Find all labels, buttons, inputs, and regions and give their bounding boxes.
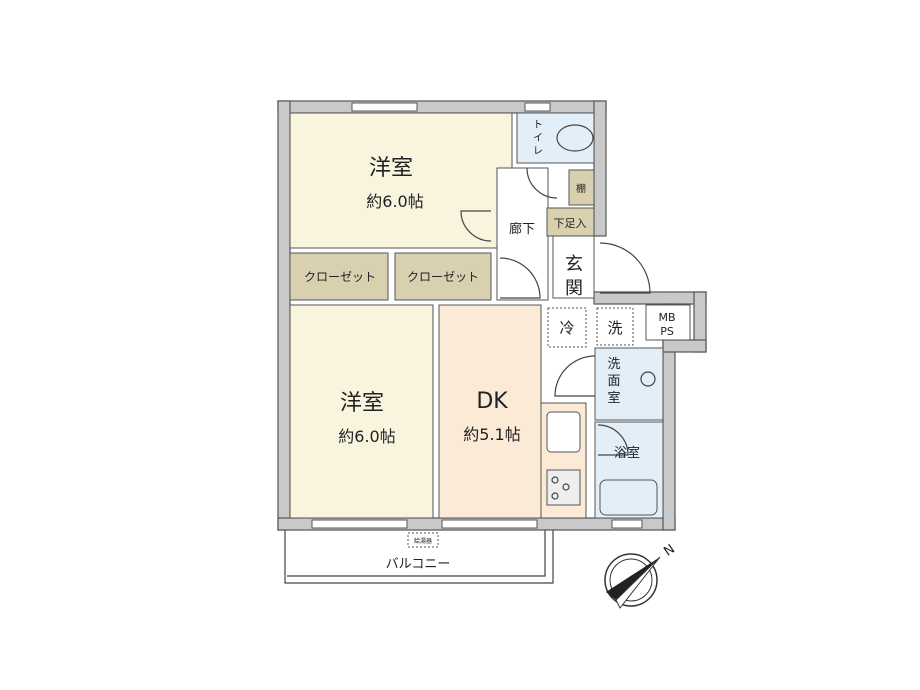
washroom-label-3: 室 bbox=[607, 390, 620, 406]
shelf-label: 棚 bbox=[576, 182, 586, 195]
balcony-label: バルコニー bbox=[386, 557, 451, 572]
meter-box-label-1: MB bbox=[658, 311, 675, 324]
washbasin bbox=[640, 371, 656, 387]
water-heater bbox=[407, 532, 439, 548]
hallway bbox=[496, 167, 549, 301]
toilet-label-1: ト bbox=[533, 120, 543, 131]
balcony bbox=[284, 530, 554, 584]
bedroom-north-size: 約6.0帖 bbox=[366, 192, 423, 211]
washer-space bbox=[596, 307, 634, 346]
dk-size: 約5.1帖 bbox=[463, 425, 520, 444]
closet-1-label: クローゼット bbox=[304, 270, 376, 284]
meter-box bbox=[645, 304, 691, 341]
washer-label: 洗 bbox=[607, 319, 622, 337]
shoe-box-label: 下足入 bbox=[554, 217, 587, 230]
entrance-label-1: 玄 bbox=[565, 254, 583, 275]
doors bbox=[460, 167, 651, 456]
toilet-bowl bbox=[556, 124, 594, 152]
closet-2-label: クローゼット bbox=[407, 270, 479, 284]
entrance-label-2: 関 bbox=[565, 278, 583, 299]
toilet-room bbox=[516, 112, 595, 164]
shoe-box bbox=[546, 207, 595, 237]
bathroom-label: 浴室 bbox=[614, 445, 640, 461]
compass-north-label: N bbox=[661, 542, 678, 560]
bedroom-north bbox=[289, 112, 513, 249]
closet-2 bbox=[394, 252, 492, 301]
sink bbox=[546, 411, 581, 453]
compass-icon: N bbox=[604, 542, 678, 609]
washroom bbox=[594, 347, 664, 421]
bedroom-south-size: 約6.0帖 bbox=[338, 427, 395, 446]
toilet-label-2: イ bbox=[533, 133, 543, 144]
dining-kitchen bbox=[438, 304, 542, 519]
bedroom-south bbox=[289, 304, 434, 519]
hallway-label: 廊下 bbox=[509, 221, 535, 237]
entrance bbox=[552, 235, 595, 299]
closet-1 bbox=[289, 252, 389, 301]
meter-box-label-2: PS bbox=[660, 325, 674, 338]
water-heater-label: 給湯器 bbox=[414, 537, 432, 545]
shelf bbox=[568, 169, 595, 206]
bathtub bbox=[599, 479, 658, 516]
washroom-label-1: 洗 bbox=[607, 357, 620, 372]
toilet-label-3: レ bbox=[533, 146, 543, 157]
fridge-space bbox=[547, 307, 587, 348]
washroom-label-2: 面 bbox=[607, 374, 620, 389]
dk-name: DK bbox=[476, 389, 508, 414]
fridge-label: 冷 bbox=[559, 319, 574, 337]
bedroom-south-name: 洋室 bbox=[340, 391, 384, 416]
bedroom-north-name: 洋室 bbox=[369, 156, 413, 181]
